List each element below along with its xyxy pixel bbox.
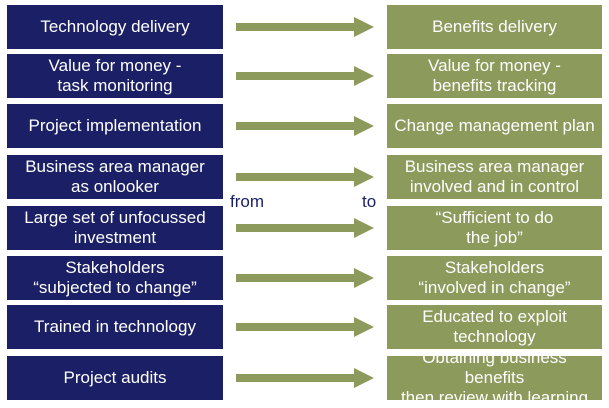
from-box-7: Trained in technology (7, 305, 223, 349)
from-label: from (230, 192, 264, 211)
arrow-4 (236, 167, 374, 187)
arrow-2 (236, 66, 374, 86)
arrow-8 (236, 368, 374, 388)
arrow-1 (236, 17, 374, 37)
from-box-5: Large set of unfocussed investment (7, 206, 223, 250)
arrow-7 (236, 317, 374, 337)
to-box-1: Benefits delivery (387, 5, 602, 49)
from-box-6: Stakeholders “subjected to change” (7, 256, 223, 300)
from-box-1: Technology delivery (7, 5, 223, 49)
arrow-6 (236, 268, 374, 288)
from-box-8: Project audits (7, 356, 223, 400)
to-box-3: Change management plan (387, 104, 602, 148)
to-box-2: Value for money - benefits tracking (387, 54, 602, 98)
to-label: to (362, 192, 377, 211)
to-box-6: Stakeholders “involved in change” (387, 256, 602, 300)
arrow-5 (236, 218, 374, 238)
to-box-4: Business area manager involved and in co… (387, 155, 602, 199)
from-box-3: Project implementation (7, 104, 223, 148)
to-box-5: “Sufficient to do the job” (387, 206, 602, 250)
to-box-8: Obtaining business benefits then review … (387, 348, 602, 407)
from-box-4: Business area manager as onlooker (7, 155, 223, 199)
from-box-2: Value for money - task monitoring (7, 54, 223, 98)
arrow-3 (236, 116, 374, 136)
to-box-7: Educated to exploit technology (387, 305, 602, 349)
